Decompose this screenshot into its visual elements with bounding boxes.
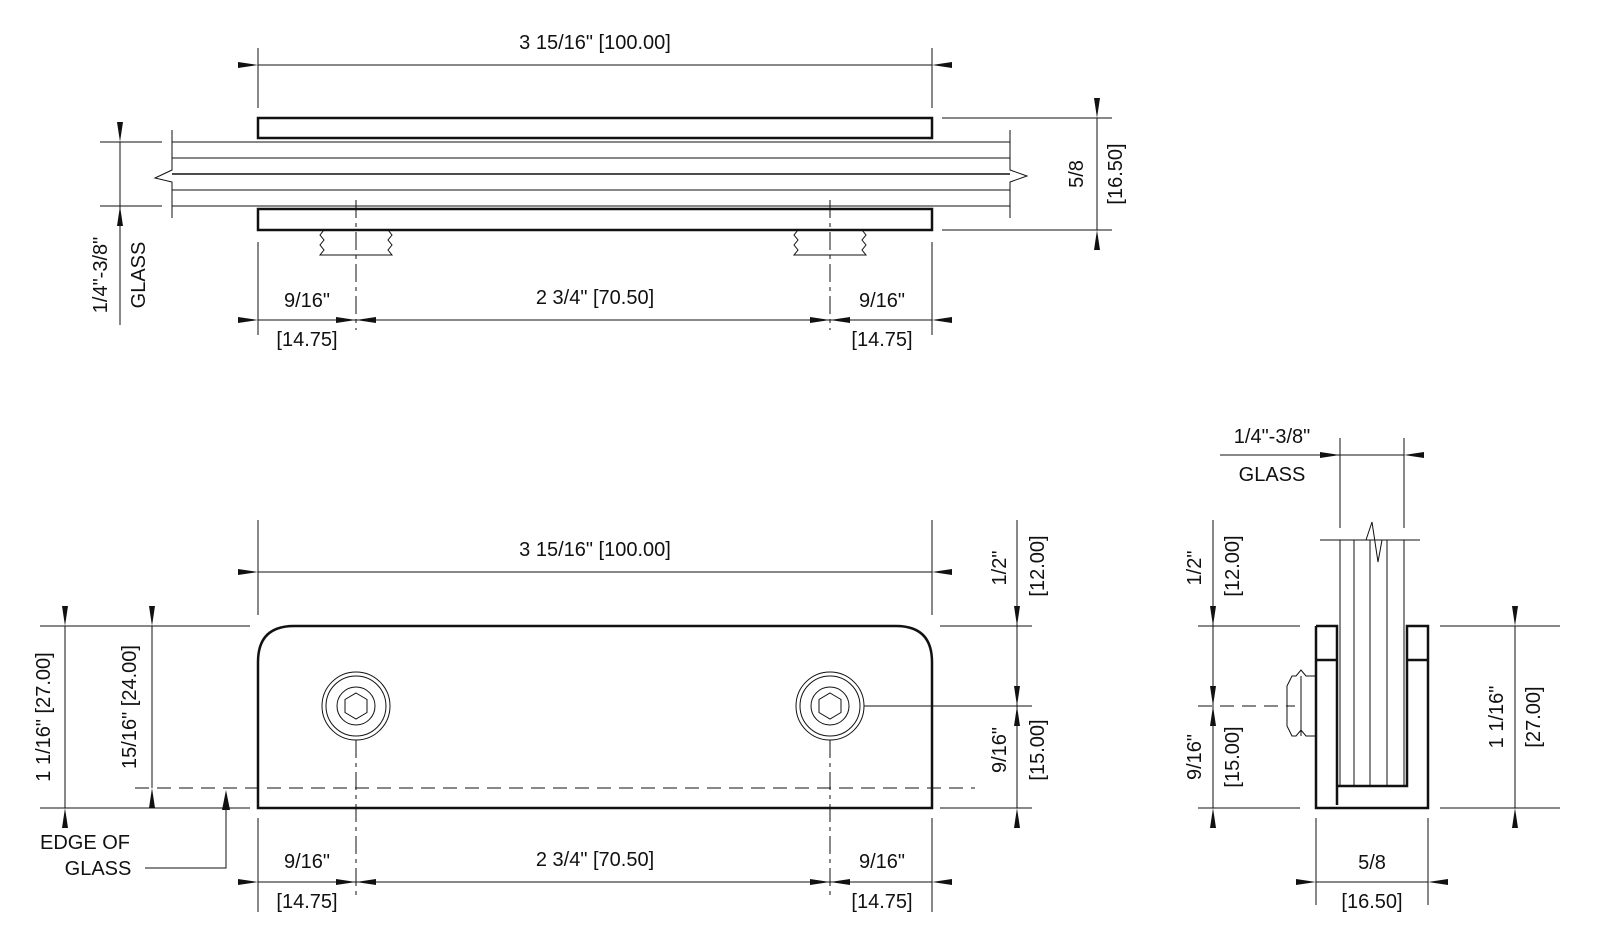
screw-head-left (321, 671, 391, 900)
side-view: 1/4"-3/8" GLASS 1/2" [12.00] 9/16" [15.0… (1184, 426, 1560, 913)
screw-side (1286, 669, 1317, 737)
dim-height-mm: [16.50] (1105, 143, 1127, 204)
edge-of-glass-label-1: EDGE OF (40, 832, 130, 854)
dim-overall-length: 3 15/16" [100.00] (519, 32, 671, 54)
dim-height-in: 5/8 (1066, 160, 1088, 188)
u-channel (1314, 624, 1430, 810)
dim-glass-range: 1/4"-3/8" (1234, 426, 1310, 448)
dim-edge-in-left: 9/16" (284, 290, 330, 312)
clamp-body (256, 624, 934, 810)
screw-head-right (795, 671, 1032, 900)
dim-screw-mm: [15.00] (1027, 719, 1049, 780)
dim-edge-mm-left: [14.75] (276, 891, 337, 913)
screw-right (792, 200, 868, 330)
dim-glass-depth: 15/16" [24.00] (119, 645, 141, 769)
dim-screw-in: 9/16" (989, 727, 1011, 773)
glass-label: GLASS (1239, 464, 1306, 486)
glass-label: GLASS (128, 242, 150, 309)
dim-edge-in-right: 9/16" (859, 290, 905, 312)
bottom-plate (256, 207, 934, 232)
glass-panel (153, 130, 1029, 218)
dim-screw-mm: [15.00] (1222, 726, 1244, 787)
dim-top-in: 1/2" (989, 551, 1011, 586)
dim-top-mm: [12.00] (1027, 535, 1049, 596)
dim-edge-in-left: 9/16" (284, 851, 330, 873)
top-plate (256, 116, 934, 140)
front-view: 3 15/16" [100.00] 1 1/16" [27.00] 15/16"… (33, 520, 1049, 913)
dim-center-spacing: 2 3/4" [70.50] (536, 849, 654, 871)
glass-panel (1320, 521, 1420, 786)
dim-overall-length: 3 15/16" [100.00] (519, 539, 671, 561)
dim-glass-range: 1/4"-3/8" (90, 237, 112, 313)
dim-top-in: 1/2" (1184, 551, 1206, 586)
dim-overall-height: 1 1/16" [27.00] (33, 652, 55, 781)
dim-width-in: 5/8 (1358, 852, 1386, 874)
dim-height-in: 1 1/16" (1486, 686, 1508, 749)
top-view: 3 15/16" [100.00] 5/8 [16.50] 1/4"-3/8" … (90, 32, 1127, 351)
dim-width-mm: [16.50] (1341, 891, 1402, 913)
dim-edge-mm-right: [14.75] (851, 891, 912, 913)
screw-left (318, 200, 394, 330)
edge-of-glass-label-2: GLASS (65, 858, 132, 880)
dim-edge-mm-right: [14.75] (851, 329, 912, 351)
dim-edge-mm-left: [14.75] (276, 329, 337, 351)
dim-edge-in-right: 9/16" (859, 851, 905, 873)
dim-screw-in: 9/16" (1184, 734, 1206, 780)
dim-center-spacing: 2 3/4" [70.50] (536, 287, 654, 309)
dim-top-mm: [12.00] (1222, 535, 1244, 596)
dim-height-mm: [27.00] (1523, 686, 1545, 747)
